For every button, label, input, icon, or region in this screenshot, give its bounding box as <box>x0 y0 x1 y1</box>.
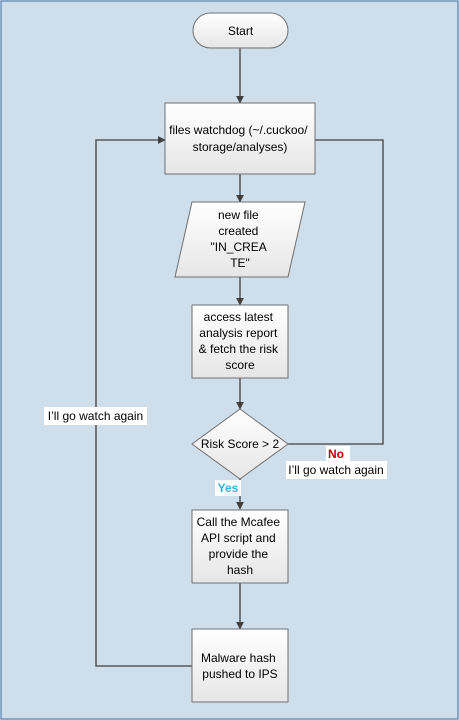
node-push-ips: Malware hash pushed to IPS <box>191 628 289 703</box>
push-ips-process <box>191 628 289 703</box>
node-access-report: access latest analysis report & fetch th… <box>191 304 289 379</box>
connectors <box>95 48 384 667</box>
label-loop-left-bg <box>44 407 147 425</box>
new-file-line-2: created <box>218 224 258 238</box>
connector-ips-loop <box>95 136 192 667</box>
decision-text: Risk Score > 2 <box>201 437 280 451</box>
decision-diamond <box>191 408 289 480</box>
call-api-line-1: Call the Mcafee <box>197 515 281 529</box>
label-no-branch: No <box>326 446 350 462</box>
push-ips-line-2: pushed to IPS <box>202 667 277 681</box>
label-loop-left-text: I’ll go watch again <box>48 409 143 423</box>
label-loop-right: I’ll go watch again <box>286 461 387 479</box>
new-file-line-3: "IN_CREA <box>211 240 267 254</box>
new-file-text: new file created "IN_CREA TE" <box>211 208 270 270</box>
start-text: Start <box>228 24 254 38</box>
start-terminator <box>192 12 289 49</box>
access-report-process <box>191 304 289 379</box>
label-loop-right-bg <box>286 461 387 479</box>
new-file-line-4: TE" <box>230 256 250 270</box>
access-report-text: access latest analysis report & fetch th… <box>199 310 282 372</box>
watchdog-text: files watchdog (~/.cuckoo/ storage/analy… <box>169 123 311 154</box>
label-no-text: No <box>328 447 344 461</box>
call-api-text: Call the Mcafee API script and provide t… <box>197 515 284 577</box>
label-yes-bg <box>215 480 241 496</box>
connector-decision-no-loop <box>288 136 384 445</box>
new-file-line-1: new file <box>218 208 259 222</box>
access-report-line-3: & fetch the risk <box>199 342 279 356</box>
new-file-data-shape <box>174 201 306 278</box>
watchdog-line-1: files watchdog (~/.cuckoo/ <box>169 123 308 137</box>
call-api-line-4: hash <box>227 563 253 577</box>
push-ips-text: Malware hash pushed to IPS <box>201 651 279 681</box>
access-report-line-2: analysis report <box>199 326 278 340</box>
watchdog-line-2: storage/analyses) <box>193 140 288 154</box>
node-decision: Risk Score > 2 <box>191 408 289 480</box>
node-new-file: new file created "IN_CREA TE" <box>174 201 306 278</box>
label-no-bg <box>326 446 350 462</box>
call-api-process <box>191 509 289 584</box>
watchdog-process <box>164 102 316 175</box>
access-report-line-1: access latest <box>204 310 274 324</box>
node-watchdog: files watchdog (~/.cuckoo/ storage/analy… <box>164 102 316 175</box>
label-loop-left: I’ll go watch again <box>44 407 147 425</box>
label-loop-right-text: I’ll go watch again <box>288 463 383 477</box>
label-yes-text: Yes <box>218 481 239 495</box>
push-ips-line-1: Malware hash <box>201 651 276 665</box>
access-report-line-4: score <box>225 358 255 372</box>
node-start: Start <box>192 12 289 49</box>
call-api-line-3: provide the <box>209 547 269 561</box>
call-api-line-2: API script and <box>201 531 276 545</box>
node-call-api: Call the Mcafee API script and provide t… <box>191 509 289 584</box>
label-yes-branch: Yes <box>215 480 241 496</box>
